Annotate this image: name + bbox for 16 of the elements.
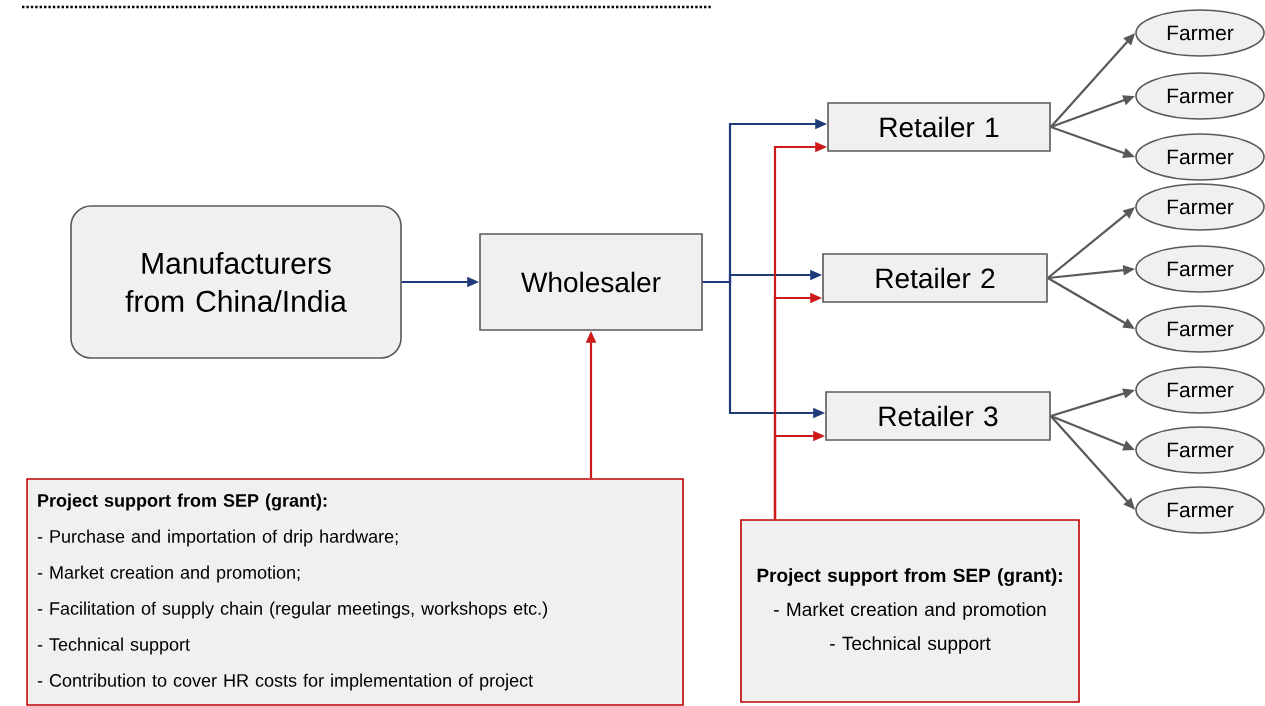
oval: Farmer	[1135, 245, 1265, 293]
note-box: Project support from SEP (grant): - Purchase and importation of drip hardware; - Market creation and promotion; - Facilitation of supply chain (regular meetings, workshops etc.) - Technical support - Contribution to cover HR costs for implementation of project	[26, 478, 684, 706]
oval: Farmer	[1135, 133, 1265, 181]
process-box: Retailer 3	[825, 391, 1051, 441]
oval: Farmer	[1135, 426, 1265, 474]
oval: Farmer	[1135, 366, 1265, 414]
oval: Farmer	[1135, 72, 1265, 120]
process-box: Retailer 1	[827, 102, 1051, 152]
process-box: Wholesaler	[479, 233, 703, 331]
rounded-box: Manufacturers from China/India	[70, 205, 402, 359]
process-box: Retailer 2	[822, 253, 1048, 303]
oval: Farmer	[1135, 9, 1265, 57]
oval: Farmer	[1135, 183, 1265, 231]
oval: Farmer	[1135, 305, 1265, 353]
oval: Farmer	[1135, 486, 1265, 534]
note-box: Project support from SEP (grant): - Market creation and promotion - Technical support	[740, 519, 1080, 703]
